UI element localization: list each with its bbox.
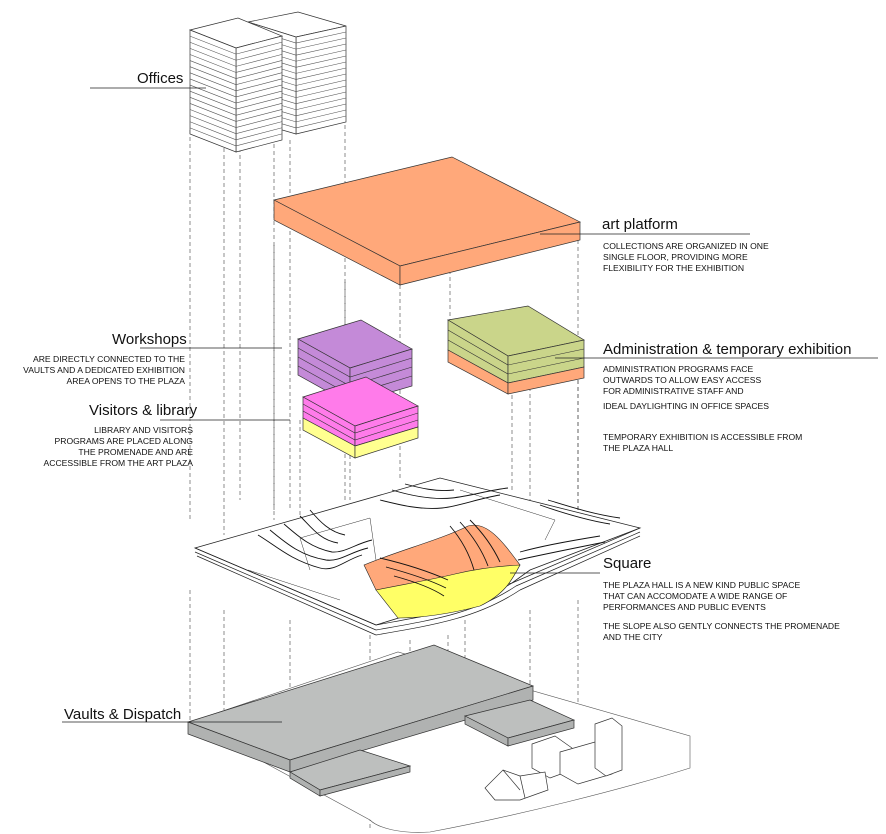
- tower-floor-line: [189, 90, 283, 110]
- description-line: THE PLAZA HALL: [603, 443, 674, 453]
- tower-floor-line: [189, 41, 283, 61]
- tower-floor-line: [189, 127, 283, 147]
- offices-title: Offices: [137, 70, 184, 87]
- visitors-library-description: LIBRARY AND VISITORS PROGRAMS ARE PLACED…: [0, 425, 193, 469]
- tower-floor-line: [189, 84, 283, 104]
- tower-floor-lines: [189, 35, 283, 147]
- administration-title: Administration & temporary exhibition: [603, 341, 852, 358]
- tower-floor-line: [189, 48, 283, 67]
- art-platform-block: [273, 156, 582, 286]
- leader-lines: [62, 87, 878, 723]
- description-line: LIBRARY AND VISITORS: [94, 425, 193, 435]
- art-platform-title: art platform: [602, 216, 678, 233]
- square-terrain: [193, 477, 642, 636]
- art-platform-front-right: [399, 221, 581, 286]
- workshops-description: ARE DIRECTLY CONNECTED TO THE VAULTS AND…: [0, 354, 185, 387]
- workshops-title: Workshops: [112, 331, 187, 348]
- description-line: ACCESSIBLE FROM THE ART PLAZA: [43, 458, 193, 468]
- offices-towers: [188, 11, 347, 153]
- administration-description: ADMINISTRATION PROGRAMS FACE OUTWARDS TO…: [603, 364, 873, 412]
- description-line: ARE DIRECTLY CONNECTED TO THE: [32, 354, 185, 364]
- tower-floor-line: [189, 72, 283, 92]
- description-line: PERFORMANCES AND PUBLIC EVENTS: [603, 602, 766, 612]
- tower-floor-line: [189, 109, 283, 128]
- administration-block: [447, 305, 585, 395]
- existing-buildings: [484, 717, 623, 801]
- visitors-library-block: [302, 376, 419, 459]
- square-title: Square: [603, 555, 652, 572]
- description-line: IDEAL DAYLIGHTING IN OFFICE SPACES: [603, 401, 770, 411]
- square-slope-description: THE SLOPE ALSO GENTLY CONNECTS THE PROME…: [603, 621, 878, 643]
- tower-floor-line: [189, 78, 283, 98]
- description-line: FOR ADMINISTRATIVE STAFF AND: [603, 386, 744, 396]
- tower-floor-line: [189, 60, 283, 79]
- description-line: OUTWARDS TO ALLOW EASY ACCESS: [603, 375, 762, 385]
- description-line: THAT CAN ACCOMODATE A WIDE RANGE OF: [603, 591, 788, 601]
- description-line: SINGLE FLOOR, PROVIDING MORE: [603, 252, 748, 262]
- description-line: FLEXIBILITY FOR THE EXHIBITION: [603, 263, 745, 273]
- tower-floor-line: [189, 66, 283, 86]
- description-line: VAULTS AND A DEDICATED EXHIBITION: [23, 365, 185, 375]
- description-line: THE PROMENADE AND ARE: [78, 447, 193, 457]
- vaults-dispatch-title: Vaults & Dispatch: [64, 706, 182, 723]
- tower-floor-line: [189, 35, 283, 55]
- tower-floor-line: [189, 115, 283, 134]
- description-line: PROGRAMS ARE PLACED ALONG: [54, 436, 194, 446]
- description-line: AREA OPENS TO THE PLAZA: [66, 376, 185, 386]
- vaults-dispatch: [186, 644, 691, 833]
- square-description: THE PLAZA HALL IS A NEW KIND PUBLIC SPAC…: [603, 580, 878, 613]
- square-yellow-slope: [375, 564, 521, 619]
- tower-floor-line: [189, 121, 283, 141]
- description-line: ADMINISTRATION PROGRAMS FACE: [603, 364, 754, 374]
- description-line: THE PLAZA HALL IS A NEW KIND PUBLIC SPAC…: [603, 580, 801, 590]
- tower-floor-line: [189, 54, 283, 73]
- tower-floor-line: [189, 103, 283, 122]
- tower-floor-line: [189, 97, 283, 116]
- description-line: THE SLOPE ALSO GENTLY CONNECTS THE PROME…: [603, 621, 840, 631]
- description-line: AND THE CITY: [603, 632, 663, 642]
- description-line: TEMPORARY EXHIBITION IS ACCESSIBLE FROM: [603, 432, 803, 442]
- visitors-library-title: Visitors & library: [89, 402, 198, 419]
- temporary-exhibition-description: TEMPORARY EXHIBITION IS ACCESSIBLE FROM …: [603, 432, 873, 454]
- description-line: COLLECTIONS ARE ORGANIZED IN ONE: [603, 241, 769, 251]
- art-platform-description: COLLECTIONS ARE ORGANIZED IN ONE SINGLE …: [603, 241, 873, 274]
